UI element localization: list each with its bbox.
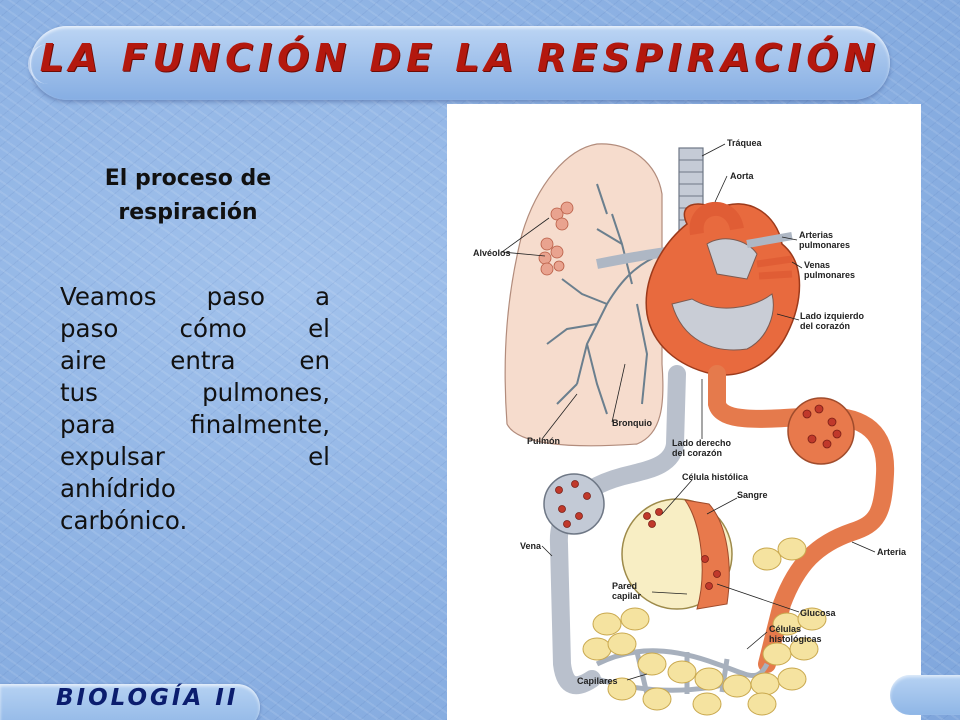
title-banner: LA FUNCIÓN DE LA RESPIRACIÓN <box>30 26 890 100</box>
bronchial-tree <box>546 183 663 415</box>
label-vena: Vena <box>520 541 542 551</box>
label-aorta: Aorta <box>730 171 754 181</box>
body-line: Veamos paso a <box>60 281 330 313</box>
label-pared-line2: capilar <box>612 591 642 601</box>
label-glucosa: Glucosa <box>800 608 837 618</box>
respiration-diagram: Tráquea Aorta Arterias pulmonares Venas … <box>447 104 921 720</box>
body-word: pulmones, <box>202 378 330 407</box>
label-arterias-line2: pulmonares <box>799 240 850 250</box>
body-word: expulsar <box>60 442 165 471</box>
label-venas-line2: pulmonares <box>804 270 855 280</box>
label-sangre: Sangre <box>737 490 768 500</box>
alveoli-clusters <box>538 201 574 276</box>
heart-chamber <box>671 293 774 351</box>
body-line: tus pulmones, <box>60 377 330 409</box>
body-word: paso <box>60 314 119 343</box>
body-line: paso cómo el <box>60 313 330 345</box>
label-lado-der-line1: Lado derecho <box>672 438 732 448</box>
label-lado-izq-line1: Lado izquierdo <box>800 311 865 321</box>
body-word: tus <box>60 378 98 407</box>
label-alveolos: Alvéolos <box>473 248 511 258</box>
body-line: aire entra en <box>60 345 330 377</box>
label-venas-line1: Venas <box>804 260 830 270</box>
body-word: para <box>60 410 116 439</box>
footer-course-name: BIOLOGÍA II <box>56 685 239 711</box>
artery-vessel <box>708 365 895 673</box>
body-word: anhídrido <box>60 474 176 503</box>
body-word: el <box>308 442 330 471</box>
body-word: carbónico. <box>60 506 188 535</box>
label-traquea: Tráquea <box>727 138 763 148</box>
body-word: Veamos <box>60 282 157 311</box>
label-lado-izq-line2: del corazón <box>800 321 850 331</box>
body-word: aire <box>60 346 107 375</box>
label-bronquio: Bronquio <box>612 418 652 428</box>
tissue-cells <box>582 537 827 716</box>
capillary-wall <box>683 499 730 610</box>
slide-title: LA FUNCIÓN DE LA RESPIRACIÓN <box>39 36 881 80</box>
label-pulmon: Pulmón <box>527 436 560 446</box>
pulmonary-vein-branch <box>758 270 793 280</box>
section-heading-line-1: El proceso de <box>104 166 272 191</box>
body-line: para finalmente, <box>60 409 330 441</box>
label-celulas-line1: Células <box>769 624 801 634</box>
section-heading: El proceso de respiración <box>58 162 318 230</box>
body-word: entra <box>170 346 236 375</box>
body-word: paso <box>206 282 265 311</box>
heart-chamber <box>706 238 758 280</box>
label-arteria: Arteria <box>877 547 907 557</box>
label-capilares: Capilares <box>577 676 618 686</box>
label-pared-line1: Pared <box>612 581 637 591</box>
red-blood-cells <box>555 404 842 590</box>
body-line: carbónico. <box>60 505 330 537</box>
pulmonary-vein-branch <box>756 255 793 268</box>
body-word: cómo <box>179 314 247 343</box>
label-arterias-line1: Arterias <box>799 230 833 240</box>
section-heading-line-2: respiración <box>118 200 258 225</box>
label-lado-der-line2: del corazón <box>672 448 722 458</box>
footer-decoration <box>890 675 960 715</box>
body-line: expulsar el <box>60 441 330 473</box>
label-celula-histolica: Célula histólica <box>682 472 749 482</box>
body-paragraph: Veamos paso a paso cómo el aire entra en… <box>60 281 330 537</box>
diagram-svg: Tráquea Aorta Arterias pulmonares Venas … <box>473 138 907 716</box>
label-celulas-line2: histológicas <box>769 634 822 644</box>
body-word: finalmente, <box>190 410 330 439</box>
footer-banner <box>0 684 260 720</box>
body-word: en <box>299 346 330 375</box>
aorta <box>689 201 744 236</box>
body-word: a <box>314 282 330 311</box>
leader-lines <box>501 143 876 681</box>
banner-swoosh <box>28 44 63 84</box>
body-line: anhídrido <box>60 473 330 505</box>
body-word: el <box>308 314 330 343</box>
